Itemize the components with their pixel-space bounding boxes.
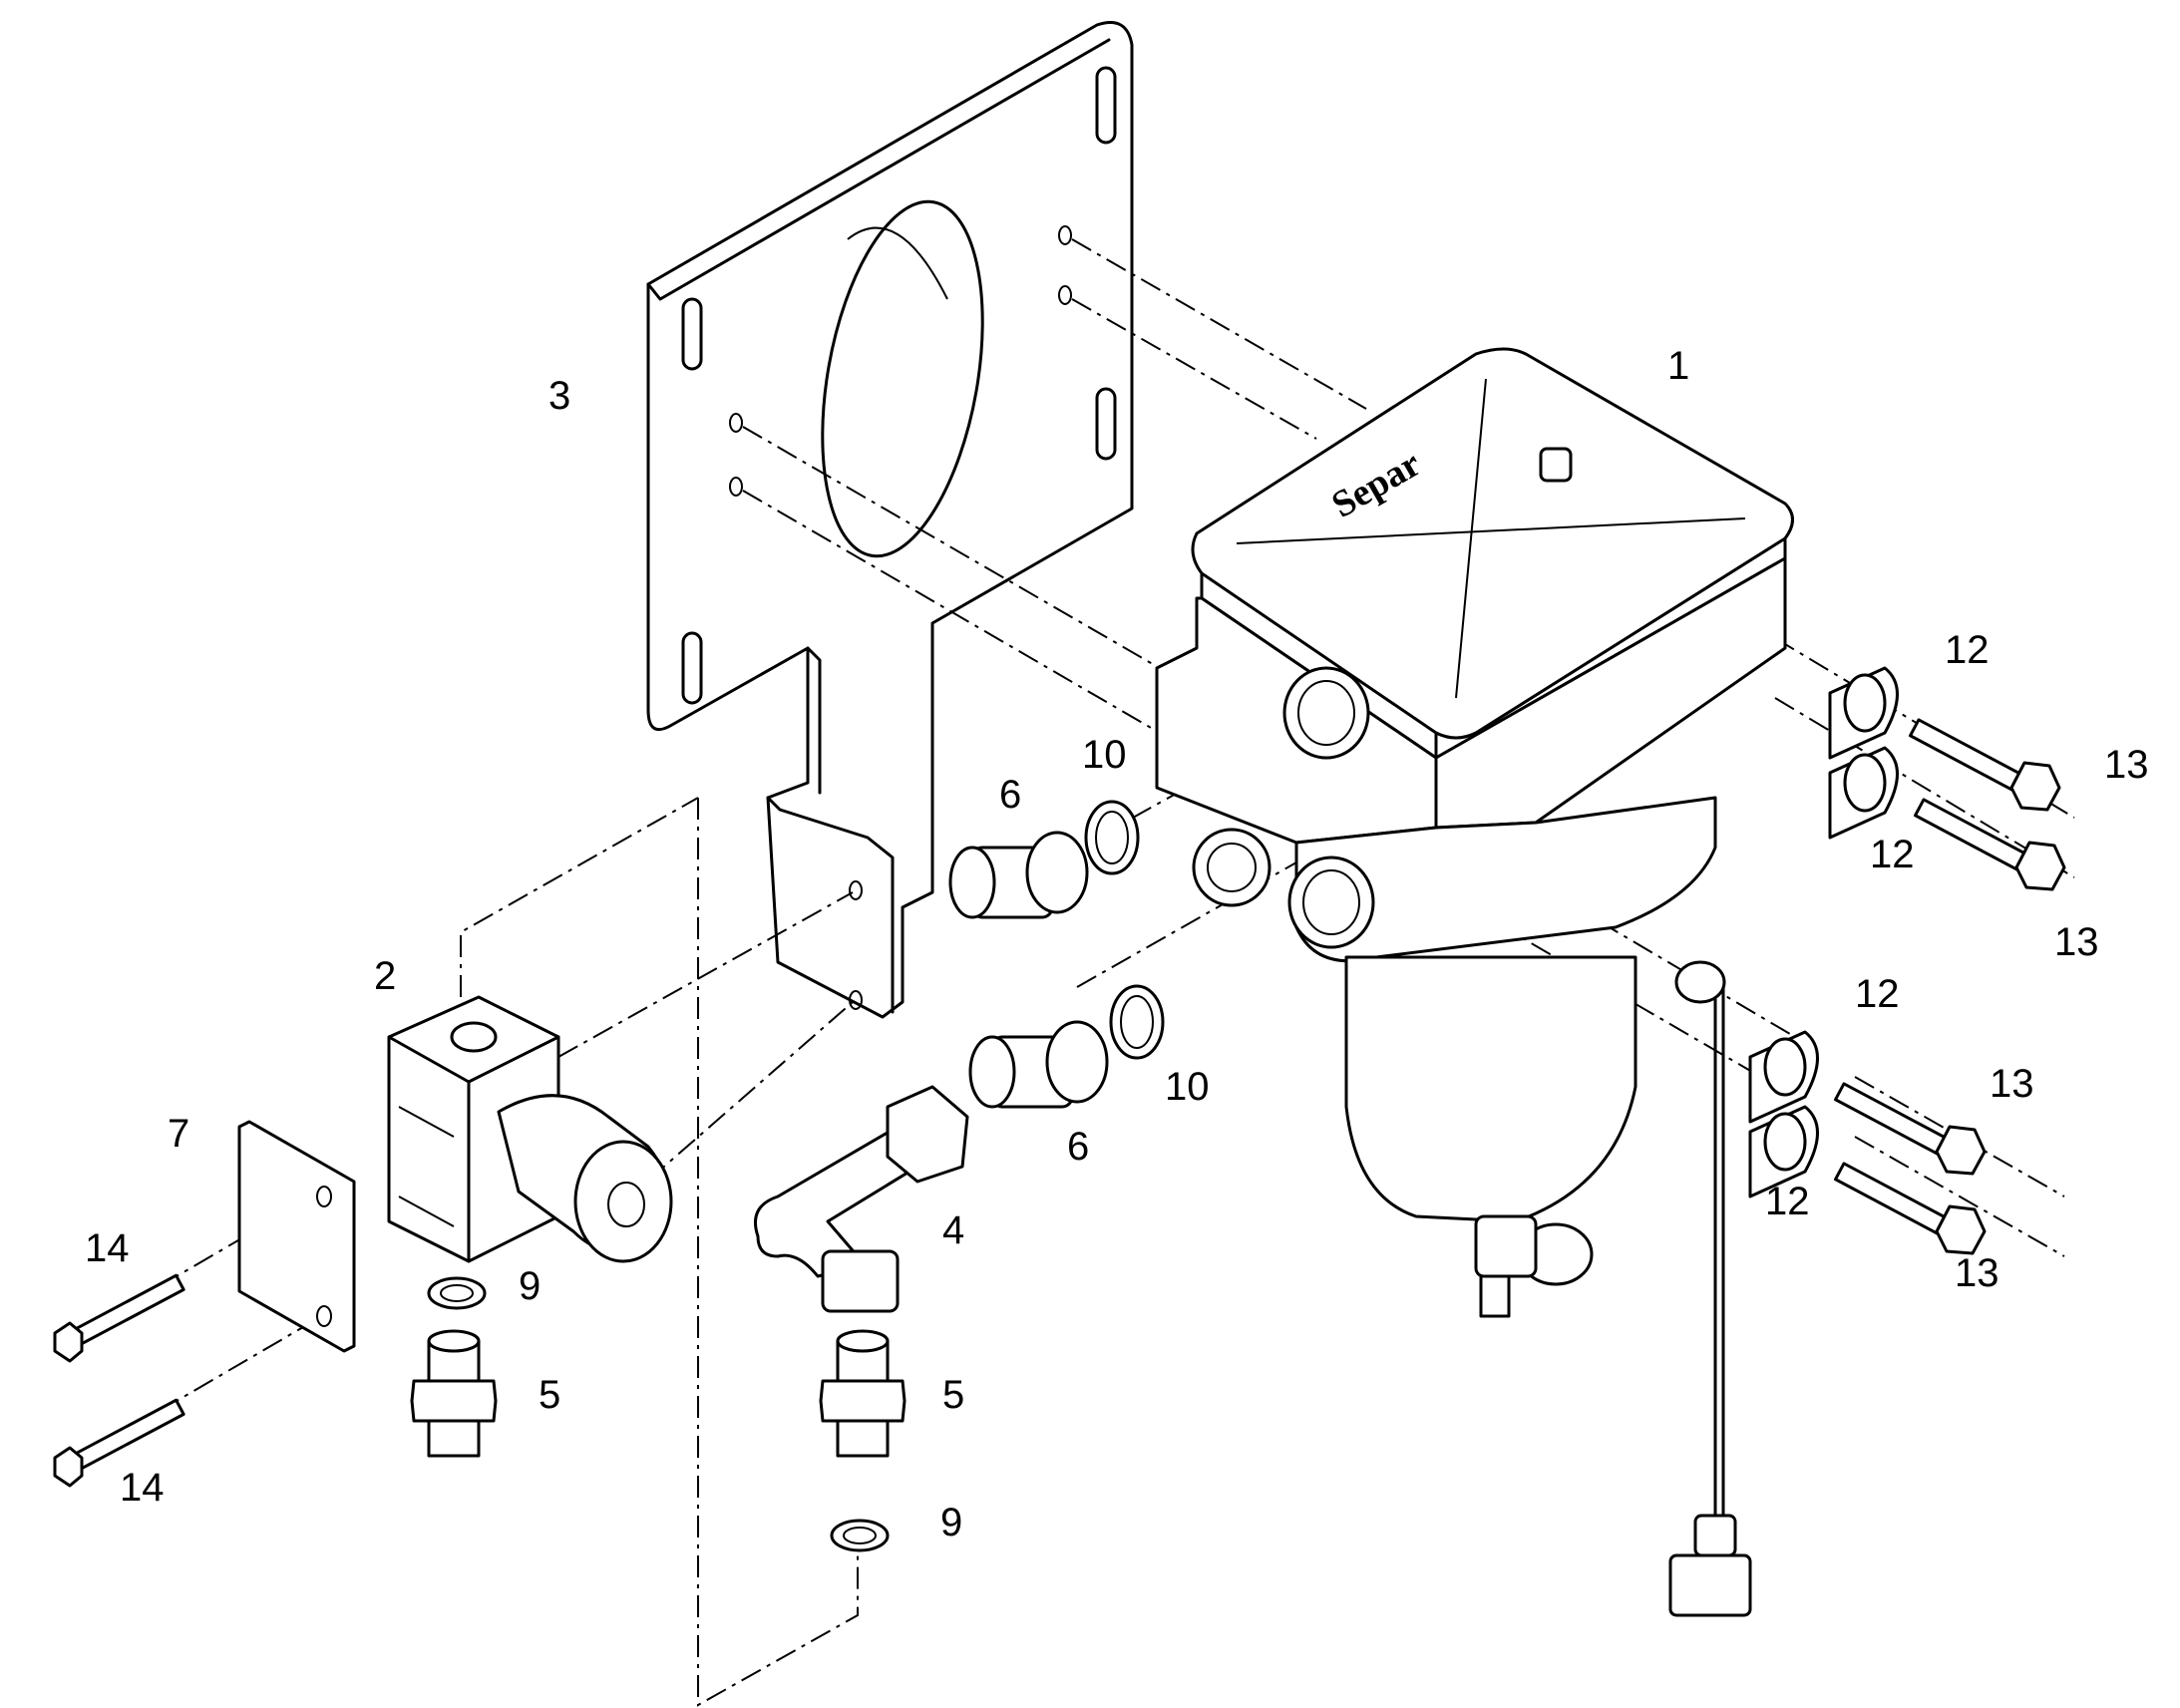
callout-7: 7 bbox=[168, 1112, 189, 1156]
callout-12: 12 bbox=[1765, 1180, 1810, 1223]
callout-6: 6 bbox=[1067, 1125, 1089, 1169]
callout-1: 1 bbox=[1667, 344, 1689, 388]
part-10-o-rings bbox=[1084, 800, 1165, 1060]
callout-13: 13 bbox=[2104, 743, 2149, 787]
callout-14: 14 bbox=[120, 1466, 165, 1510]
callout-6: 6 bbox=[999, 773, 1021, 817]
callout-13: 13 bbox=[2054, 920, 2099, 964]
callout-5: 5 bbox=[942, 1373, 964, 1417]
callout-10: 10 bbox=[1082, 733, 1127, 777]
part-4-elbow-pipe bbox=[754, 1085, 969, 1313]
callout-9: 9 bbox=[519, 1264, 541, 1308]
part-3-mounting-bracket bbox=[646, 21, 1134, 1019]
part-9-washers bbox=[427, 1276, 890, 1552]
part-5-nipples bbox=[410, 1329, 907, 1458]
callout-2: 2 bbox=[374, 954, 396, 998]
part-14-screws bbox=[53, 1273, 185, 1488]
callout-3: 3 bbox=[548, 374, 570, 418]
part-7-cover-plate bbox=[237, 1120, 356, 1353]
callout-4: 4 bbox=[942, 1208, 964, 1252]
part-2-valve-block bbox=[387, 995, 673, 1263]
callout-12: 12 bbox=[1945, 628, 1990, 672]
part-6-fittings bbox=[948, 831, 1109, 1109]
part-13-bolts bbox=[1834, 718, 2066, 1255]
callout-12: 12 bbox=[1855, 972, 1900, 1016]
callout-12: 12 bbox=[1870, 833, 1915, 876]
callout-13: 13 bbox=[1990, 1062, 2034, 1106]
callout-5: 5 bbox=[539, 1373, 560, 1417]
part-12-spacers bbox=[1748, 666, 1899, 1198]
part-1-separator-filter: Separ bbox=[1155, 347, 1794, 1617]
callout-14: 14 bbox=[85, 1226, 130, 1270]
callout-13: 13 bbox=[1955, 1251, 1999, 1295]
callout-10: 10 bbox=[1165, 1065, 1210, 1109]
callout-9: 9 bbox=[940, 1501, 962, 1544]
callout-labels: 1 2 3 4 5 5 6 6 7 9 9 10 10 12 12 12 12 … bbox=[85, 344, 2149, 1544]
